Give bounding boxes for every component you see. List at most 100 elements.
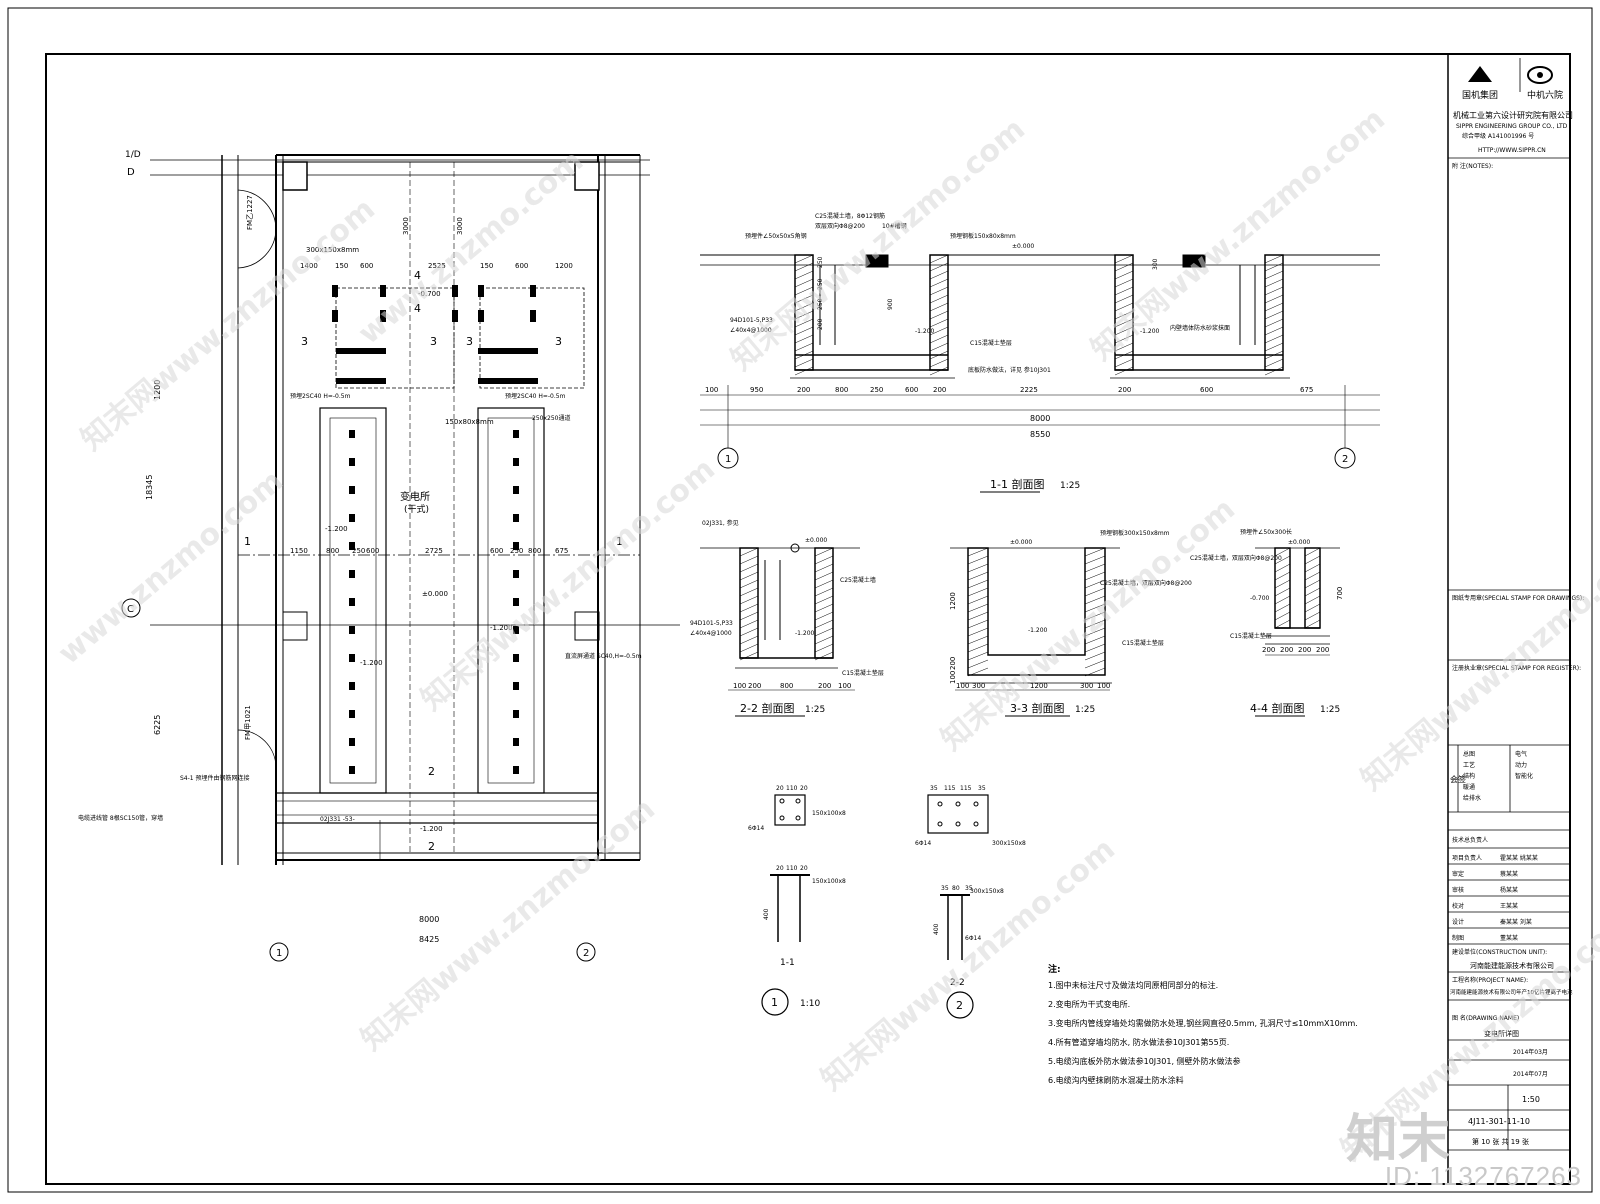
discipline-2: 工艺 [1463,761,1475,769]
hatch-line [794,326,814,336]
hatch-line [814,595,834,605]
hatch-line [929,326,949,336]
axis-2: 2 [583,948,589,959]
detail-1-sub: 1-1 [780,958,795,968]
hatch-line [794,350,814,360]
hatch-line [739,547,759,557]
hatch-line [1274,563,1291,573]
hatch-line [1274,595,1291,605]
trench-support [513,430,519,438]
section-mark-3-c: 3 [466,335,473,348]
plan-level-c: -1.200 [490,624,513,632]
hatch-line [1084,619,1106,629]
hatch-line [1264,286,1284,296]
plan-note-dc: 直流屏通道 SC40,H=-0.5m [565,652,642,660]
note-4: 4.所有管道穿墙均防水, 防水做法参10J301第55页. [1048,1037,1229,1047]
section-3-3 [950,547,1120,717]
hatch-line [929,334,949,344]
row-label-2: 项目负责人 [1452,854,1482,862]
hatch-line [1114,326,1134,336]
pd-m8: 675 [555,547,568,555]
s11-v5: 300 [1152,258,1159,270]
institute-name-en: SIPPR ENGINEERING GROUP CO., LTD [1456,123,1568,130]
construction-unit-label: 建设单位(CONSTRUCTION UNIT): [1452,948,1547,956]
plan-level-top: -0.700 [418,290,441,298]
pd-t4: 150 [480,262,493,270]
s44-n2: -0.700 [1250,595,1270,602]
s11-d8: 200 [1118,386,1131,394]
section-3-3-scale: 1:25 [1075,705,1095,715]
hatch-line [929,350,949,360]
plan-level-d: -1.200 [420,825,443,833]
pd-m4: 2725 [425,547,443,555]
row-label-3: 审定 [1452,870,1464,878]
hatch-line [929,278,949,288]
d1-d0: 20 [776,785,784,792]
hatch-line [794,302,814,312]
hatch-line [1114,366,1134,376]
trench-support [349,598,355,606]
hatch-line [1264,334,1284,344]
embedded-plates [332,285,538,384]
trench-support [513,738,519,746]
hatch-line [1114,342,1134,352]
pd-m7: 800 [528,547,541,555]
notes-heading: 注: [1048,963,1061,975]
hatch-line [739,563,759,573]
pd-t6: 1200 [555,262,573,270]
group-left-text: 国机集团 [1462,89,1498,101]
hatch-line [1084,635,1106,645]
hatch-line [1114,294,1134,304]
s11-v1: 250 [817,278,824,290]
hatch-line [1084,659,1106,669]
section-1-1 [700,254,1380,493]
pd-m3: 600 [366,547,379,555]
d2-d1: 115 [944,785,956,792]
s11-d0: 100 [705,386,718,394]
row-label-1: 技术总负责人 [1452,836,1488,844]
note-1: 1.图中未标注尺寸及做法均同原相同部分的标注. [1048,980,1218,990]
s33-d1: 300 [972,682,985,690]
s33-v1: 200 [949,657,957,670]
trench-support [349,626,355,634]
s11-n7: C15混凝土垫层 [970,339,1012,347]
s33-n4: C25混凝土墙，双层双向Φ8@200 [1100,579,1192,587]
plan-level-b: -1.200 [360,659,383,667]
hatch-line [1114,254,1134,264]
section-mark-1-left: 1 [244,535,251,548]
hatch-line [1264,254,1284,264]
hatch-line [967,587,989,597]
hatch-line [1274,547,1291,557]
s22-n2: C25混凝土墙 [840,576,876,584]
hatch-line [814,619,834,629]
hatch-line [814,587,834,597]
s44-d0: 200 [1262,646,1275,654]
d1-d1: 110 [786,785,798,792]
hatch-line [967,611,989,621]
pd-t3: 2525 [428,262,446,270]
hatch-line [1304,571,1321,581]
hatch-line [967,579,989,589]
plan-note-plate2: 150x80x8mm [445,418,494,426]
s33-notes: 预埋钢板300x150x8mm ±0.000 -1.200 C15混凝土垫层 C… [1010,529,1192,647]
discipline-1: 总图 [1463,750,1475,758]
s33-v2: 100 [949,671,957,684]
s44-n0: 预埋件∠50x300长 [1240,528,1292,536]
s44-dims: 200 200 200 200 700 [1262,587,1344,654]
pd-m0: 1150 [290,547,308,555]
d2-plate: 300x150x8 [992,840,1026,847]
trench-support [513,654,519,662]
hatch-line [929,270,949,280]
hatch-line [929,286,949,296]
discipline-4: 暖通 [1463,783,1475,791]
hatch-line [1304,595,1321,605]
hatch-line [794,270,814,280]
trench-support [513,682,519,690]
countersign-label: 会签 [1450,774,1466,784]
signoff-rows: 技术总负责人 项目负责人 霍某某 姚某某 审定 蔡某某 审核 杨某某 校对 王某… [1452,836,1538,942]
hatch-line [739,627,759,637]
s22-n1: -1.200 [795,630,815,637]
hatch-line [1264,366,1284,376]
s44-v0: 700 [1336,587,1344,600]
